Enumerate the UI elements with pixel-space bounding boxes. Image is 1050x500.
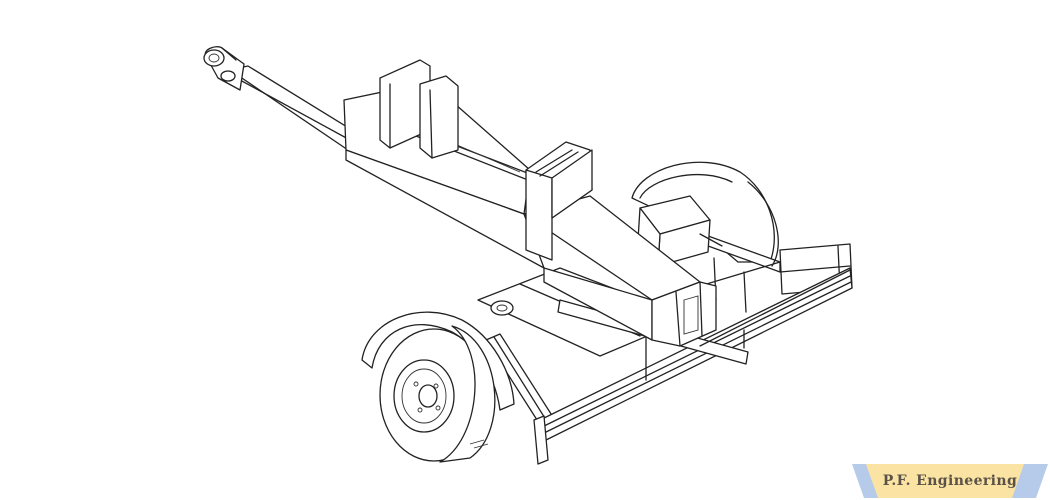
- brand-name: P.F. Engineering: [882, 473, 1018, 489]
- hitch-coupler: [203, 46, 245, 91]
- near-wheel: [361, 311, 515, 463]
- cylinder-block: [637, 195, 711, 267]
- splitting-wedge: [379, 59, 459, 159]
- banner-band: [866, 464, 1034, 498]
- pusher-plate: [525, 141, 593, 261]
- main-beam: [229, 65, 717, 347]
- far-wheel-front: [699, 181, 779, 267]
- brand-banner: P.F. Engineering: [852, 464, 1048, 498]
- banner-right-wedge: [1012, 464, 1048, 498]
- brand-banner-background: [852, 464, 1048, 498]
